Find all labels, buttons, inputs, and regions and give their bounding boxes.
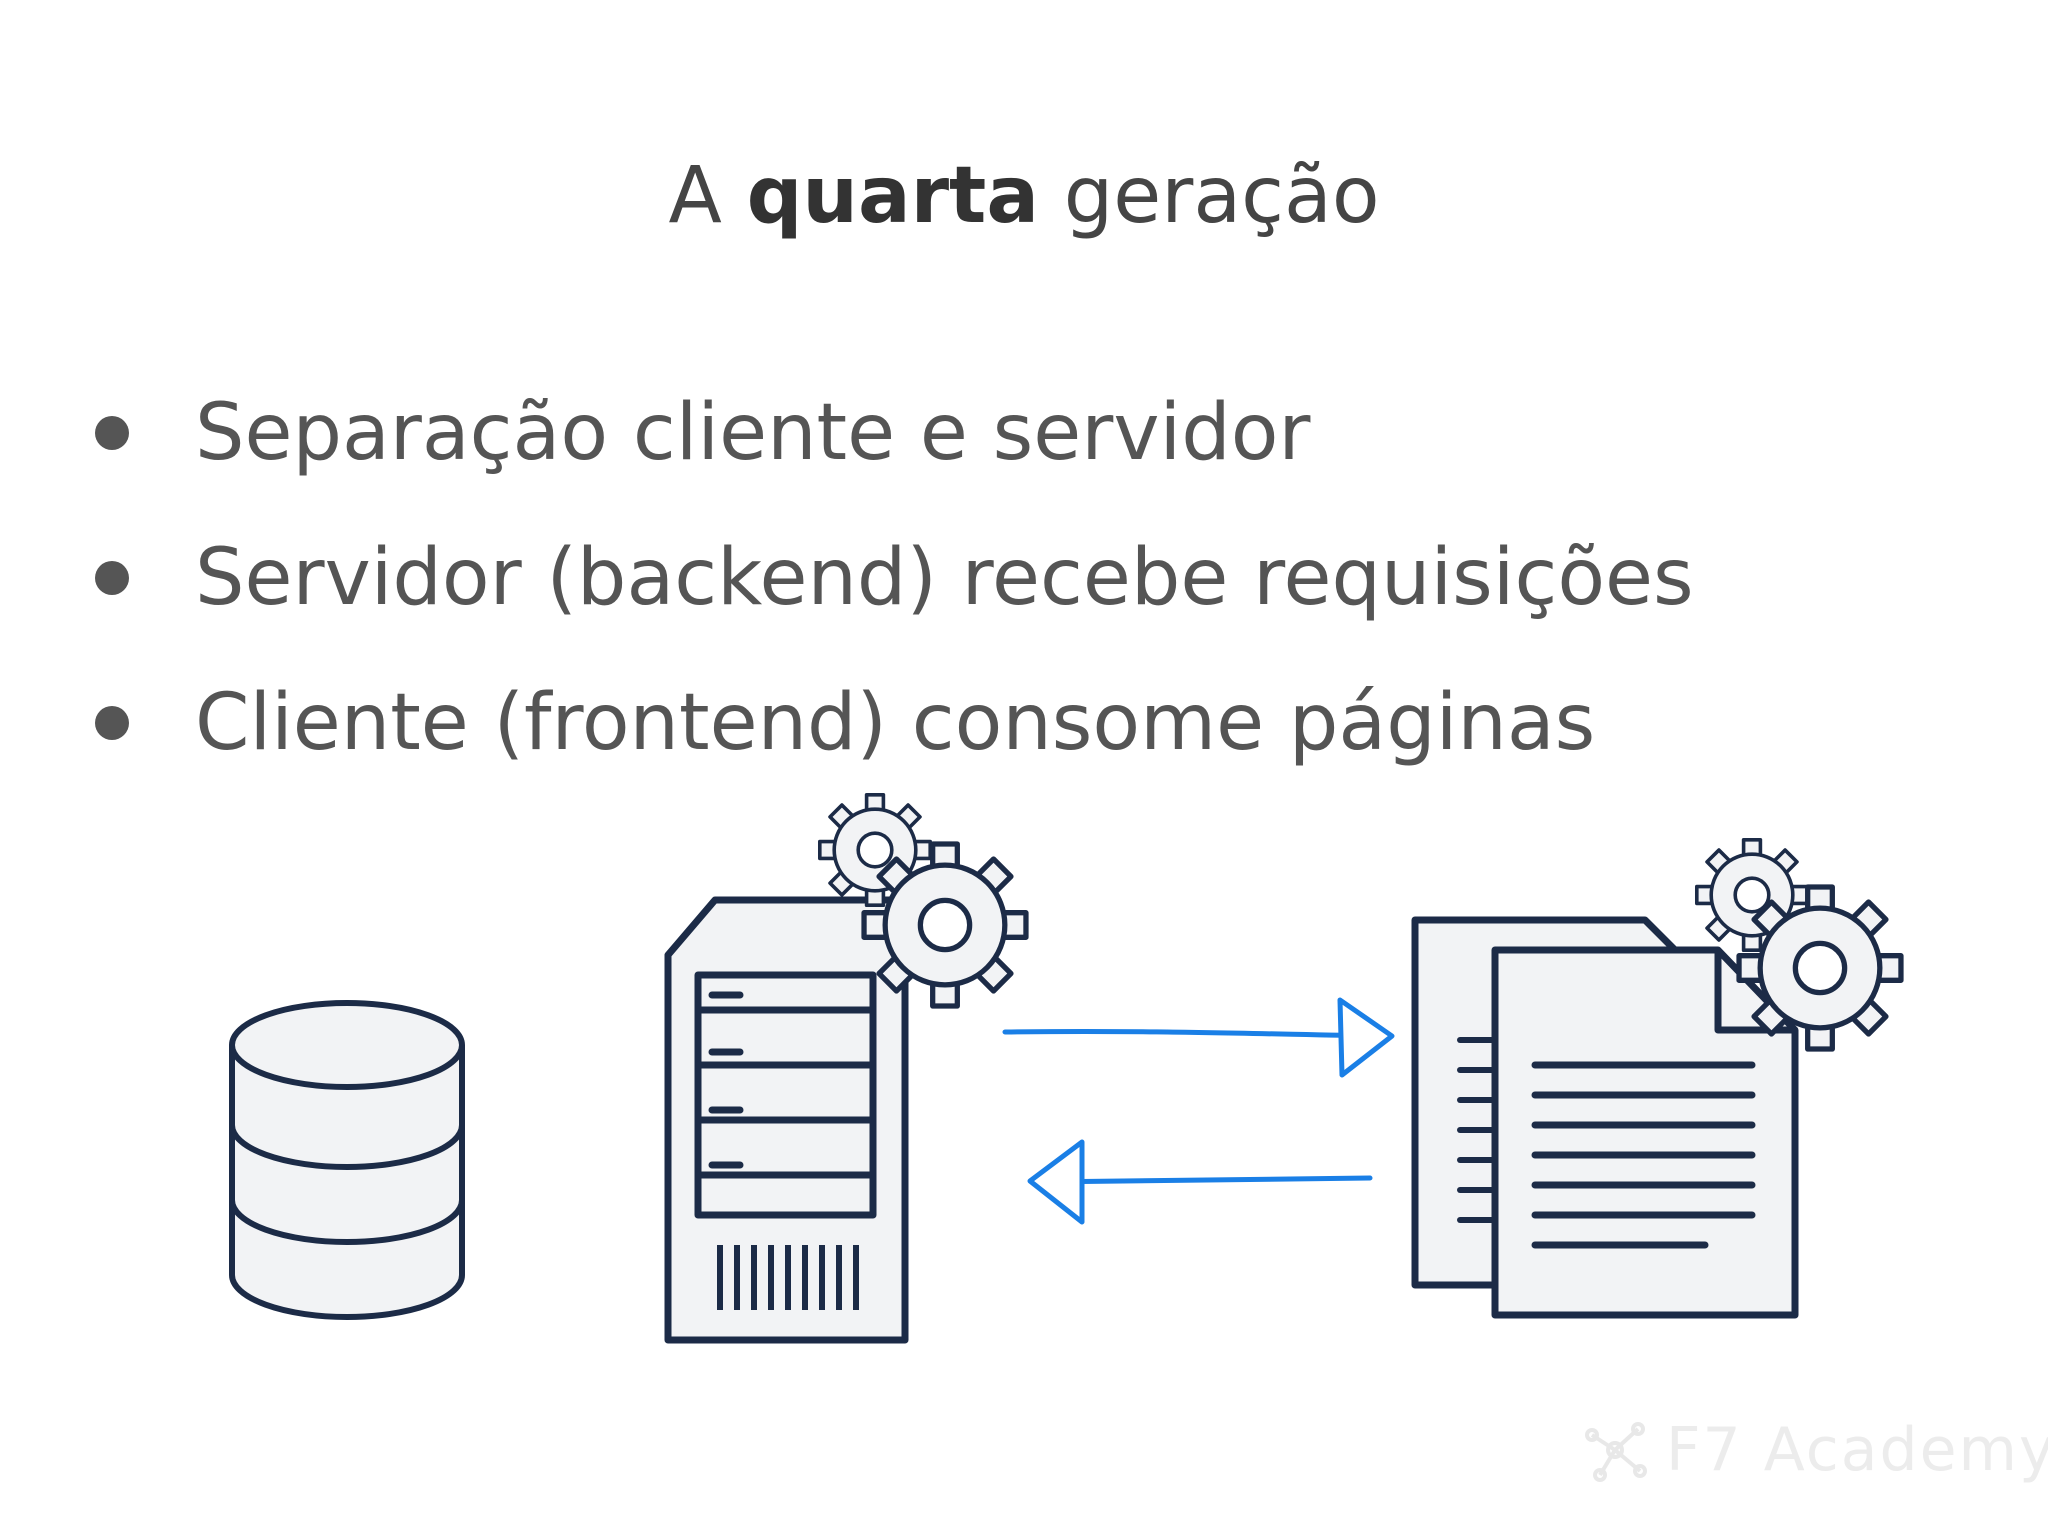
bullet-list: Separação cliente e servidor Servidor (b… bbox=[95, 360, 1694, 795]
title-emphasis: quarta bbox=[746, 151, 1039, 241]
architecture-diagram bbox=[229, 792, 2048, 1344]
bullet-item: Separação cliente e servidor bbox=[95, 360, 1694, 505]
bullet-item: Servidor (backend) recebe requisições bbox=[95, 505, 1694, 650]
bullet-item: Cliente (frontend) consome páginas bbox=[95, 650, 1694, 795]
request-arrow bbox=[1002, 997, 1395, 1078]
network-logo-icon bbox=[1585, 1422, 1647, 1482]
bullet-text: Separação cliente e servidor bbox=[195, 387, 1311, 478]
documents-icon bbox=[1411, 916, 1799, 1319]
bullet-text: Cliente (frontend) consome páginas bbox=[195, 677, 1596, 768]
bullet-dot bbox=[95, 705, 129, 740]
title-suffix: geração bbox=[1063, 151, 1380, 241]
bullet-text: Servidor (backend) recebe requisições bbox=[195, 532, 1694, 623]
slide-title: A quarta geração bbox=[0, 150, 2048, 244]
title-prefix: A bbox=[668, 151, 722, 241]
watermark-text: F7 Academy bbox=[1666, 1415, 2048, 1485]
watermark: F7 Academy bbox=[1580, 1415, 2048, 1485]
server-icon bbox=[664, 896, 909, 1344]
database-icon bbox=[229, 1000, 465, 1320]
bullet-dot bbox=[95, 415, 129, 450]
response-arrow bbox=[1027, 1139, 1373, 1225]
bullet-dot bbox=[95, 560, 129, 595]
